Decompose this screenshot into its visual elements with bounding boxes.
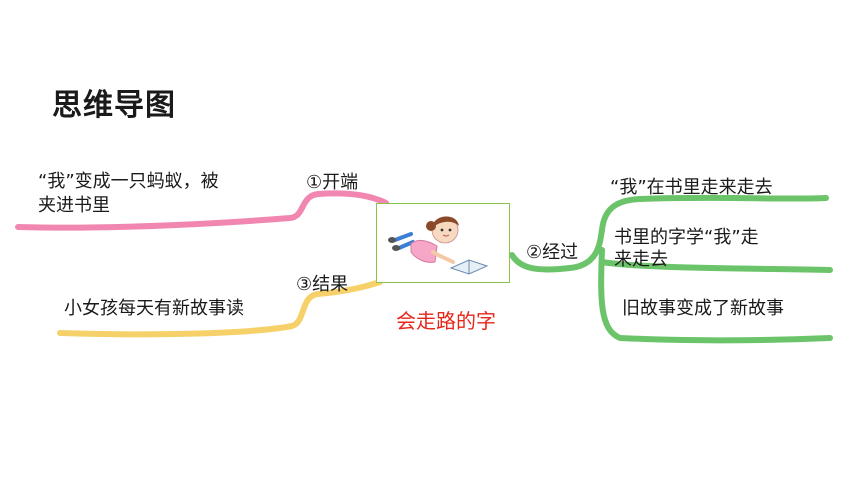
branch-process-item-3: 来走去 [614,249,668,270]
branch-process-item-2: 书里的字学“我”走 [614,227,759,248]
branch-process-label: ②经过 [526,242,579,263]
branch-process-item-1: “我”在书里走来走去 [610,177,773,198]
branch-process-trunk [509,227,605,273]
branch-process-mid [599,259,833,273]
girl-reading-illustration [388,216,489,275]
center-title: 会走路的字 [396,309,496,333]
branch-start-item-2: 夹进书里 [38,195,110,216]
page-title: 思维导图 [52,88,176,123]
branch-result-line [57,279,383,338]
branch-process-up [599,194,829,233]
branch-start-item-1: “我”变成一只蚂蚁，被 [38,171,219,192]
branch-process-down [598,247,833,344]
branch-process-item-4: 旧故事变成了新故事 [622,298,784,319]
branch-start-label: ①开端 [306,172,359,193]
center-illustration [376,203,510,283]
branch-start-line [15,190,389,231]
branch-result-label: ③结果 [296,274,349,295]
branch-result-item-1: 小女孩每天有新故事读 [64,298,244,319]
